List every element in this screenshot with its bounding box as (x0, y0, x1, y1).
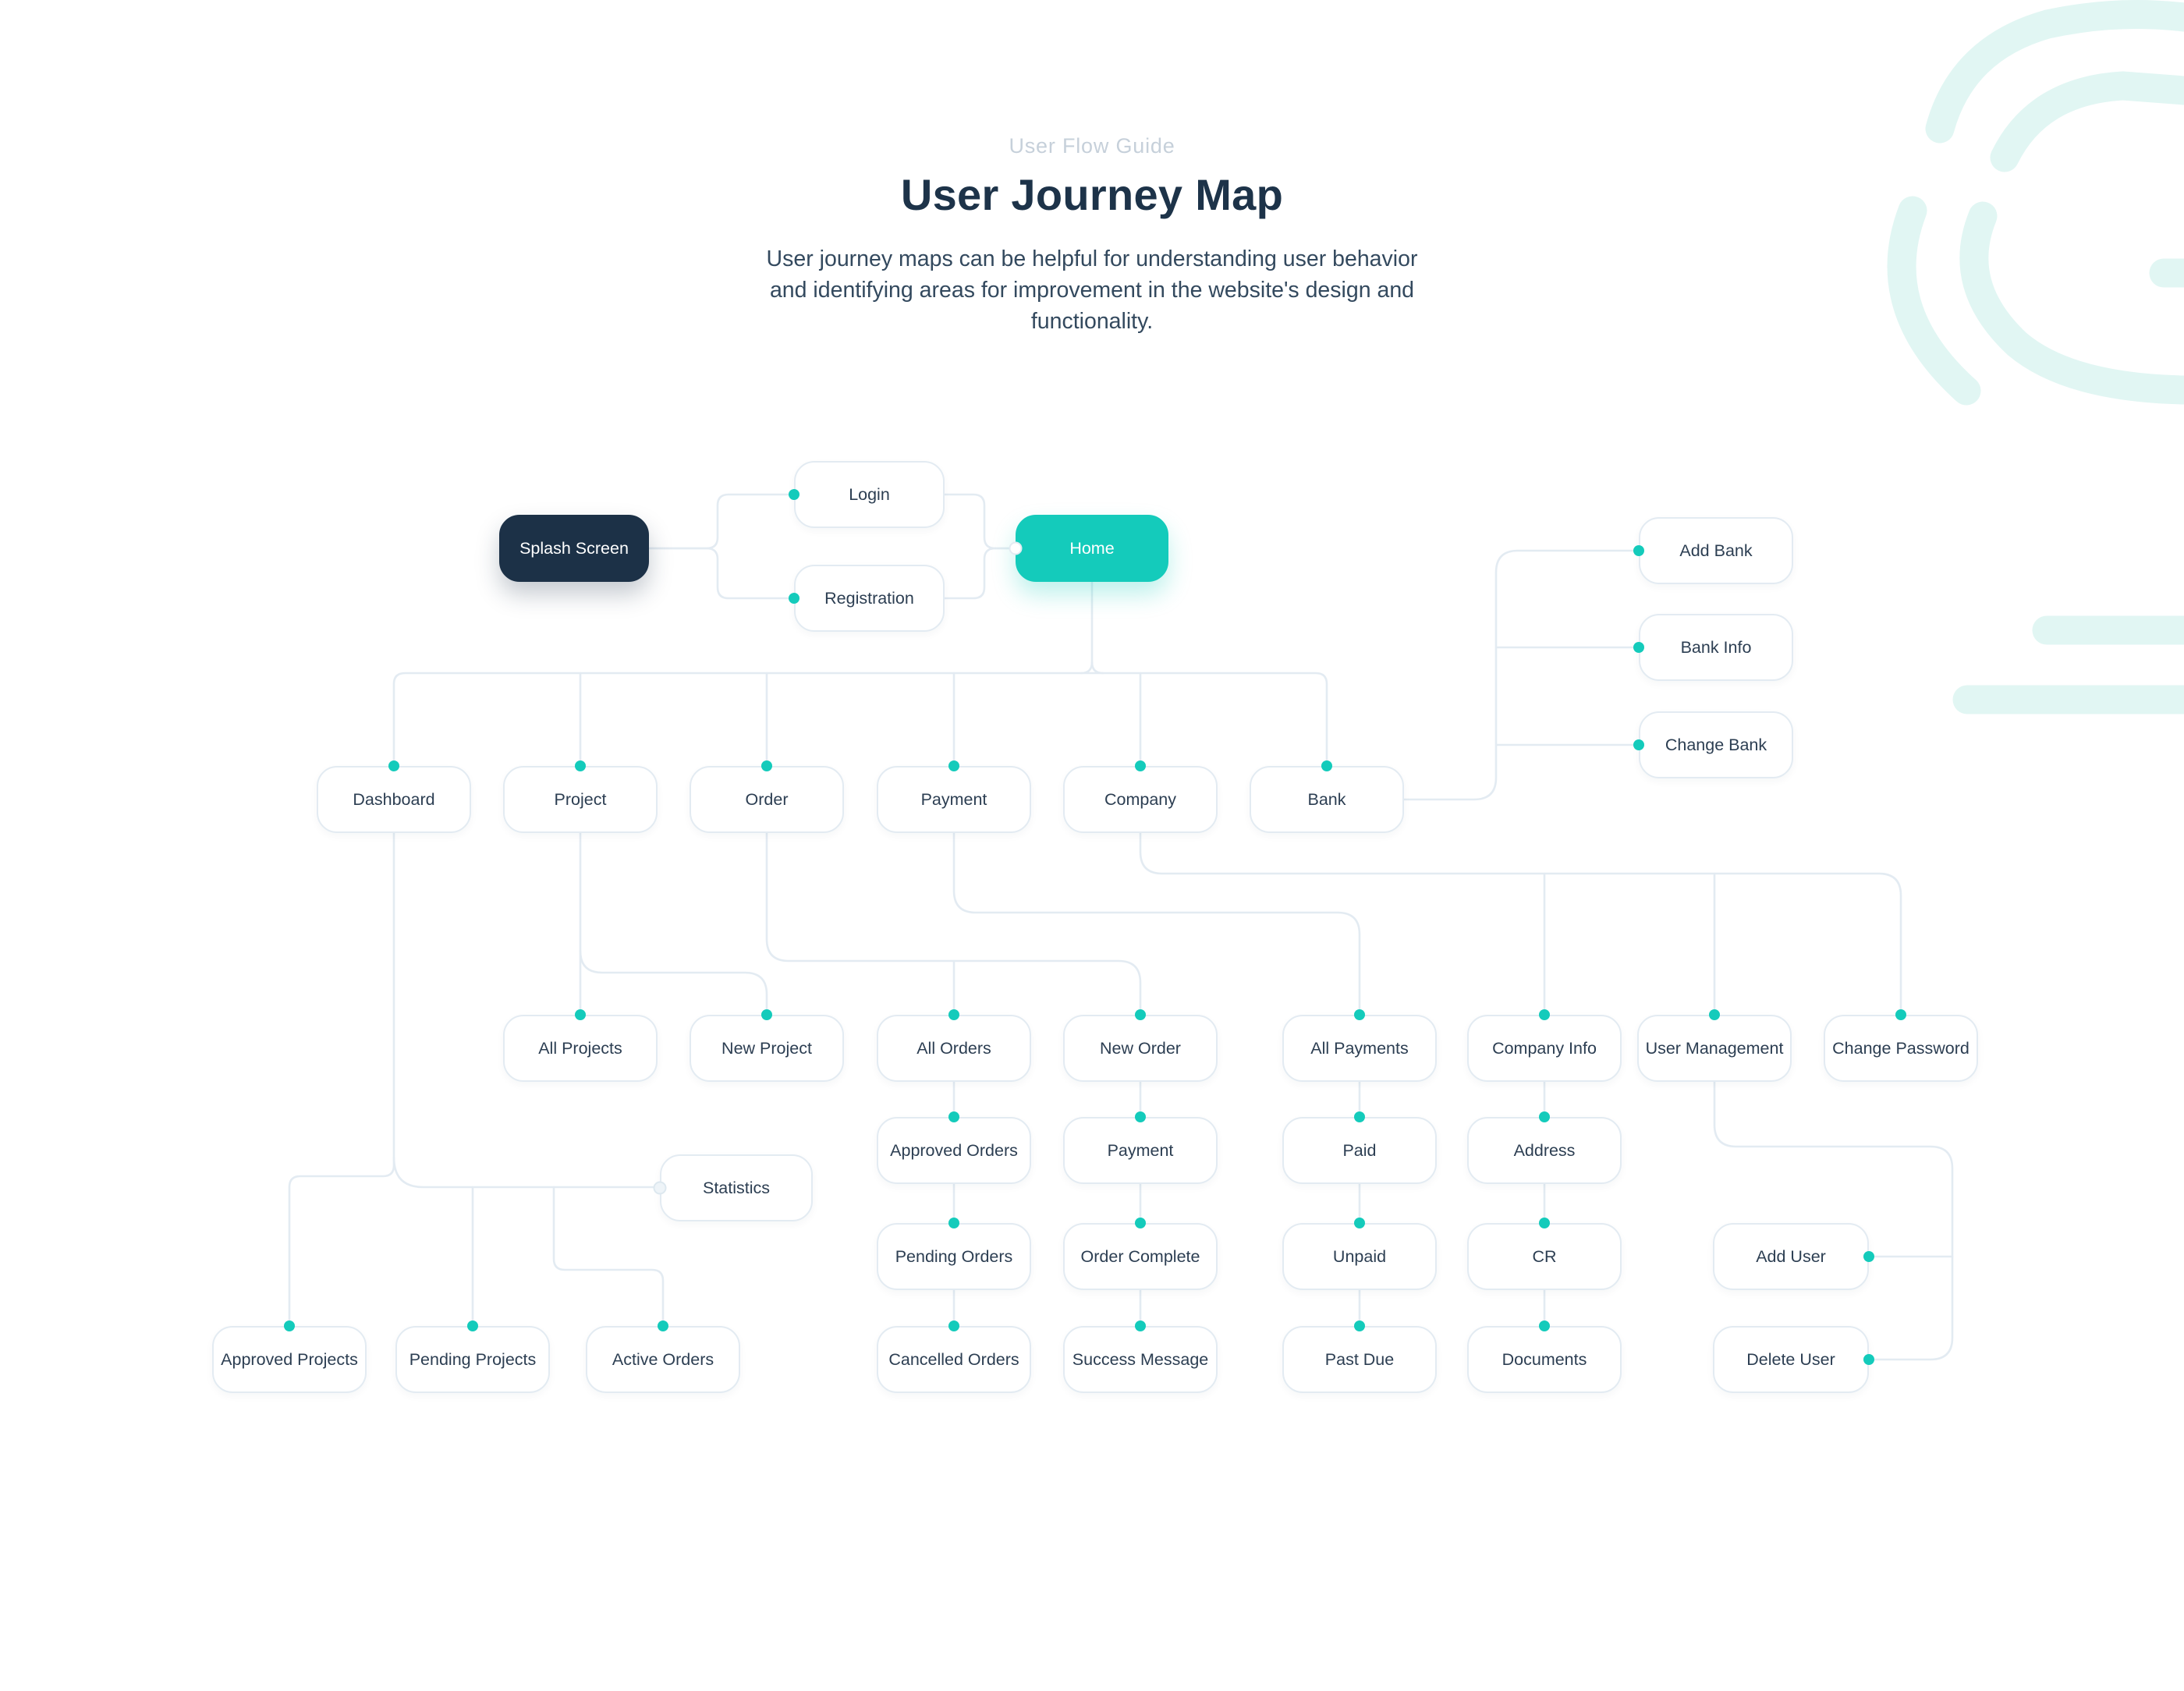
node-add-user: Add User (1713, 1223, 1869, 1290)
node-registration: Registration (794, 565, 945, 632)
node-project: Project (503, 766, 658, 833)
node-dashboard: Dashboard (317, 766, 471, 833)
page-header: User Flow Guide User Journey Map User jo… (0, 134, 2184, 337)
node-payment: Payment (877, 766, 1031, 833)
node-company: Company (1063, 766, 1218, 833)
node-bank: Bank (1250, 766, 1404, 833)
node-unpaid: Unpaid (1282, 1223, 1437, 1290)
node-approved-projects: Approved Projects (212, 1326, 367, 1393)
node-success-message: Success Message (1063, 1326, 1218, 1393)
node-payment-step: Payment (1063, 1117, 1218, 1184)
node-company-info: Company Info (1467, 1015, 1622, 1082)
node-paid: Paid (1282, 1117, 1437, 1184)
page-description: User journey maps can be helpful for und… (766, 246, 1418, 334)
node-all-orders: All Orders (877, 1015, 1031, 1082)
node-past-due: Past Due (1282, 1326, 1437, 1393)
node-approved-orders: Approved Orders (877, 1117, 1031, 1184)
node-change-password: Change Password (1824, 1015, 1978, 1082)
node-new-project: New Project (690, 1015, 844, 1082)
node-delete-user: Delete User (1713, 1326, 1869, 1393)
node-login: Login (794, 461, 945, 528)
node-new-order: New Order (1063, 1015, 1218, 1082)
node-change-bank: Change Bank (1639, 711, 1793, 778)
node-user-management: User Management (1637, 1015, 1792, 1082)
node-statistics: Statistics (660, 1154, 813, 1221)
node-cancelled-orders: Cancelled Orders (877, 1326, 1031, 1393)
node-all-projects: All Projects (503, 1015, 658, 1082)
node-pending-projects: Pending Projects (395, 1326, 550, 1393)
node-home: Home (1016, 515, 1168, 582)
node-order: Order (690, 766, 844, 833)
node-active-orders: Active Orders (586, 1326, 740, 1393)
node-all-payments: All Payments (1282, 1015, 1437, 1082)
page-title: User Journey Map (900, 170, 1284, 219)
node-splash-screen: Splash Screen (499, 515, 649, 582)
node-pending-orders: Pending Orders (877, 1223, 1031, 1290)
node-address: Address (1467, 1117, 1622, 1184)
node-cr: CR (1467, 1223, 1622, 1290)
node-documents: Documents (1467, 1326, 1622, 1393)
node-bank-info: Bank Info (1639, 614, 1793, 681)
eyebrow-label: User Flow Guide (1009, 134, 1175, 158)
node-add-bank: Add Bank (1639, 517, 1793, 584)
node-order-complete: Order Complete (1063, 1223, 1218, 1290)
